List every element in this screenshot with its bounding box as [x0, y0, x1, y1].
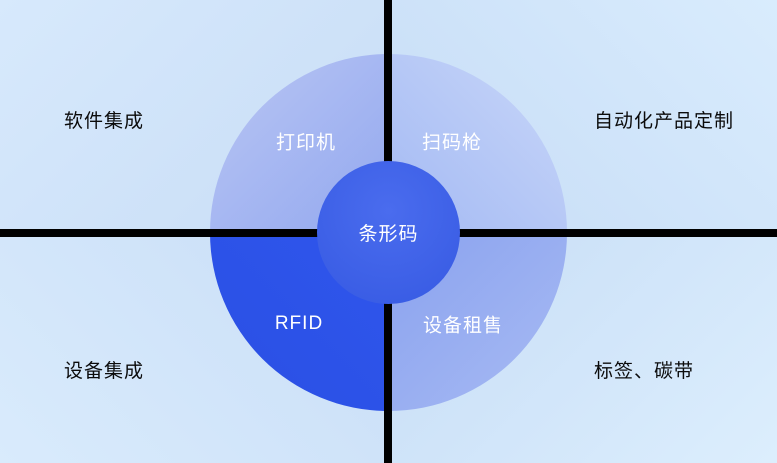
- center-circle: 条形码: [317, 161, 460, 304]
- ring-label-rental: 设备租售: [422, 315, 504, 337]
- corner-label-labels-ribbons: 标签、碳带: [594, 361, 695, 382]
- corner-label-device-integration: 设备集成: [64, 361, 145, 382]
- ring-label-rfid: RFID: [274, 313, 324, 334]
- corner-label-software-integration: 软件集成: [64, 111, 145, 132]
- ring-label-scanner: 扫码枪: [421, 132, 483, 154]
- center-label: 条形码: [358, 224, 419, 245]
- category-ring: [210, 54, 567, 411]
- corner-label-automation-customization: 自动化产品定制: [594, 111, 735, 132]
- ring-label-printer: 打印机: [275, 132, 337, 154]
